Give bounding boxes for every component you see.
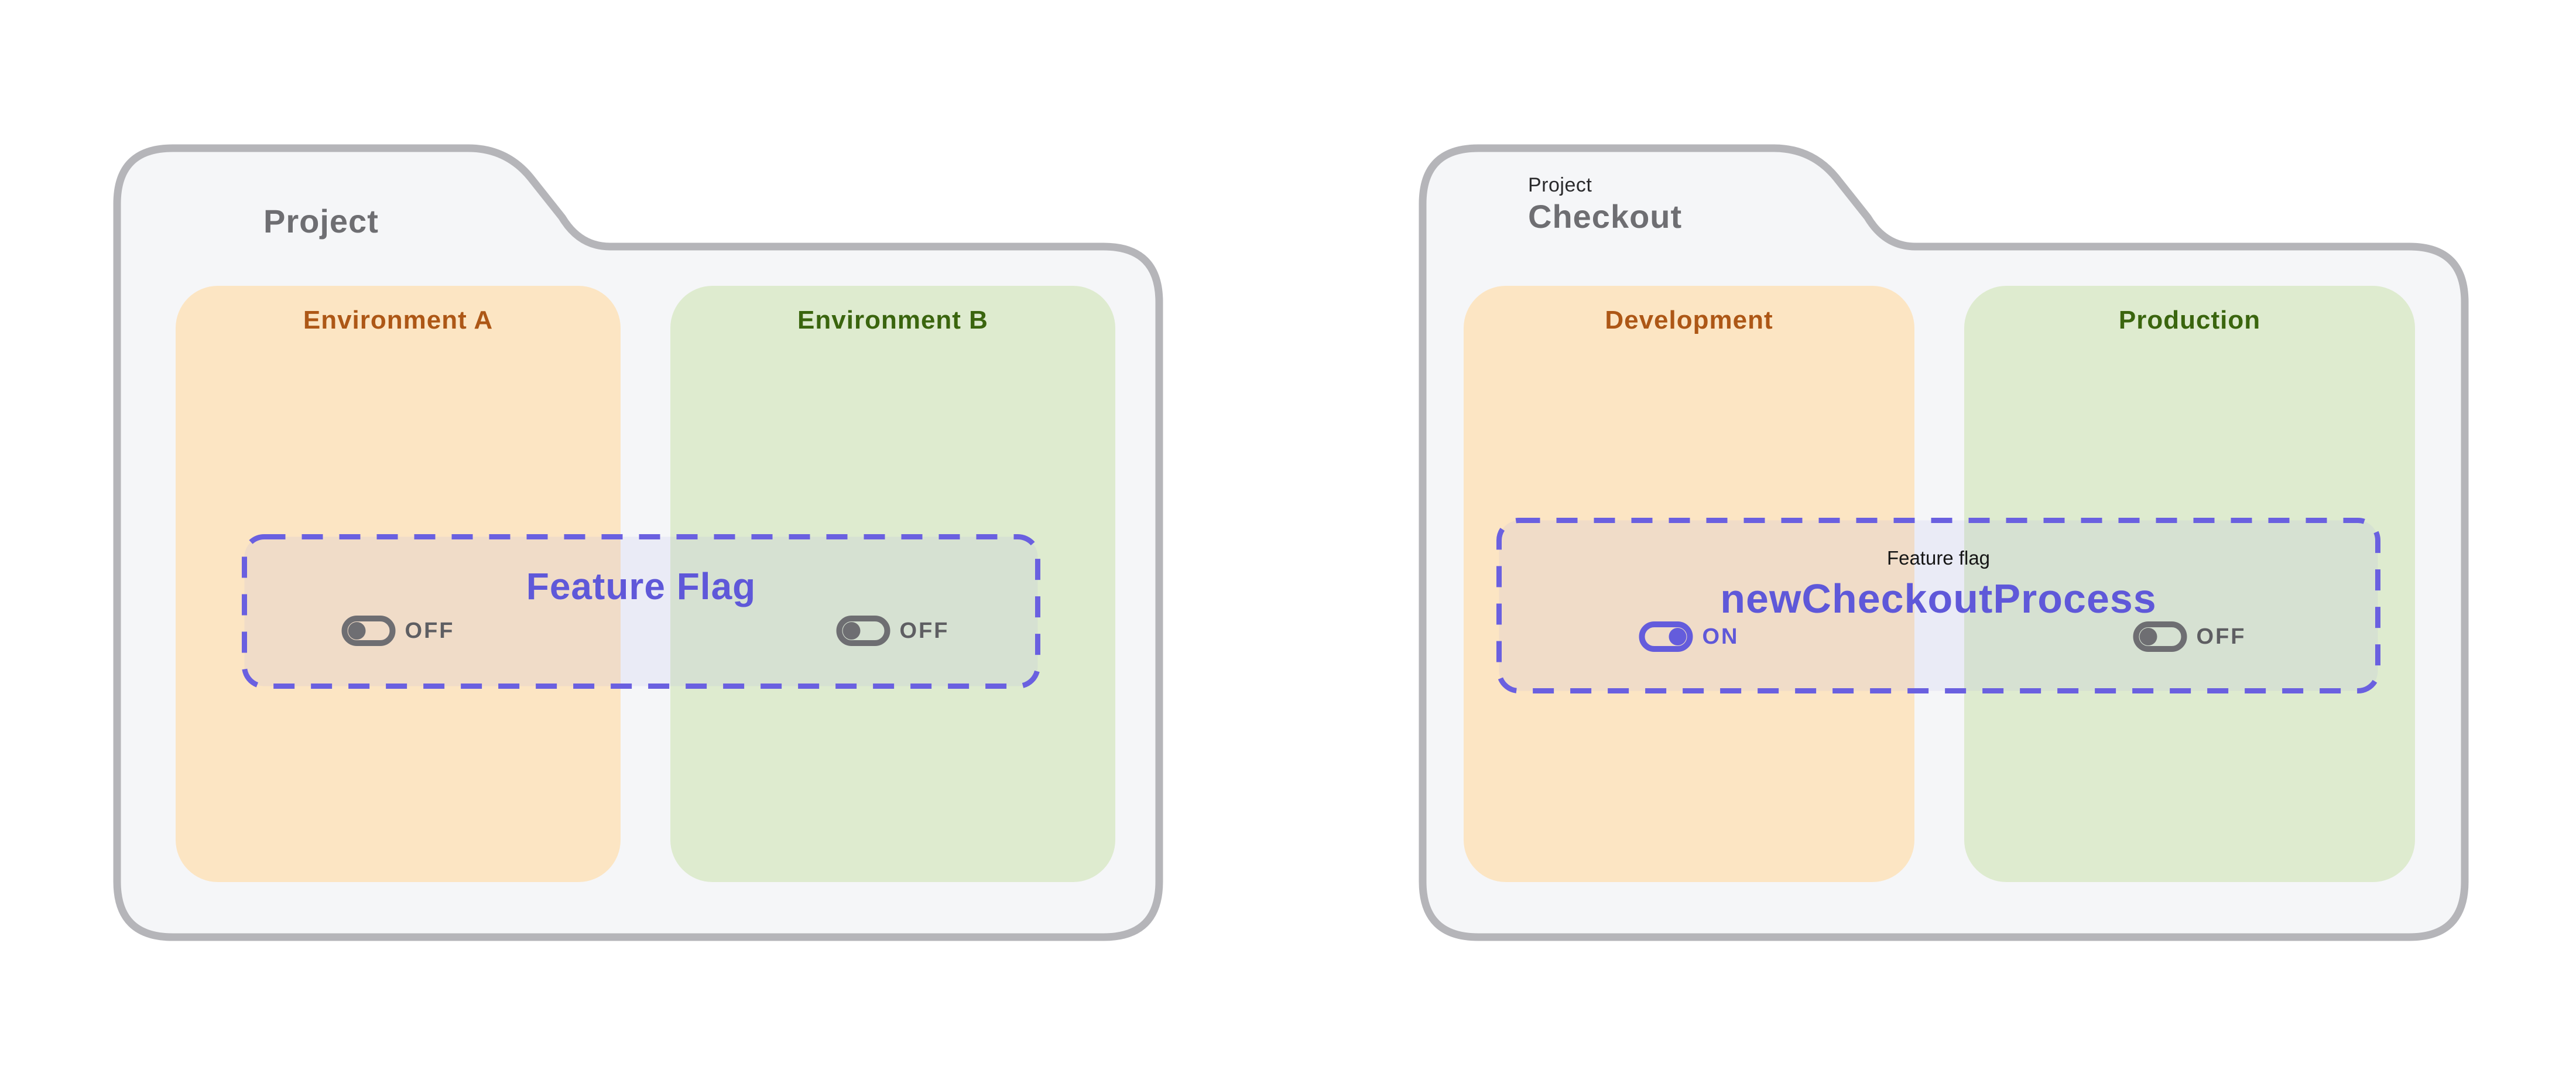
feature-flag-name: newCheckoutProcess [1720,576,2157,621]
feature-flag-box [242,534,1040,689]
toggle-state-label: OFF [2196,624,2246,649]
environment-panel-a-title: Environment A [303,306,494,334]
toggle-state-label: ON [1702,624,1739,649]
environment-panel-b: Environment B [670,286,1115,882]
toggle-group-development: ON [1639,621,1739,652]
environment-panel-production: Production [1964,286,2415,882]
project-folder-generic: Project Environment A Environment B Feat… [113,144,1163,941]
toggle-switch-env-b[interactable] [836,616,890,646]
feature-flag-name: Feature Flag [526,565,756,607]
feature-flag-kicker: Feature flag [1886,547,1991,569]
toggle-knob [2139,628,2157,645]
toggle-knob [1669,628,1687,645]
folder-kicker-label: Project [1528,174,1592,196]
toggle-switch-production[interactable] [2133,621,2187,652]
environment-panel-development-title: Development [1605,306,1773,334]
toggle-switch-env-a[interactable] [341,616,396,646]
folder-title: Checkout [1528,198,1683,235]
environment-panel-a: Environment A [176,286,621,882]
toggle-group-env-b: OFF [836,616,950,646]
folder-title: Project [263,203,379,240]
toggle-knob [348,622,366,640]
project-folder-checkout: Project Checkout Development Production … [1419,144,2469,941]
environment-panel-production-title: Production [2118,306,2261,334]
toggle-switch-development[interactable] [1639,621,1693,652]
toggle-group-env-a: OFF [341,616,455,646]
toggle-knob [842,622,861,640]
toggle-group-production: OFF [2133,621,2246,652]
toggle-state-label: OFF [899,618,950,643]
toggle-state-label: OFF [405,618,455,643]
environment-panel-b-title: Environment B [797,306,988,334]
environment-panel-development: Development [1464,286,1914,882]
